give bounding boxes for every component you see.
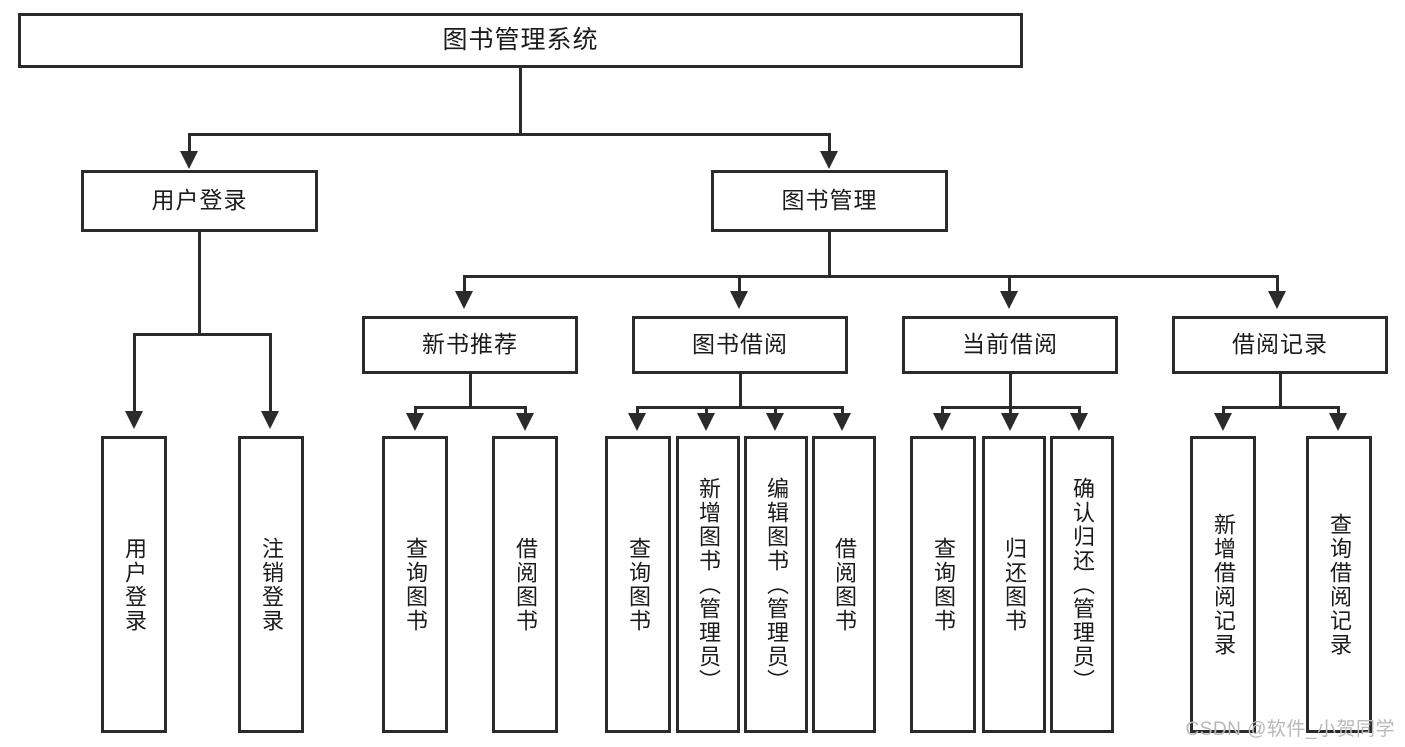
connector-level3-bar	[463, 275, 1279, 278]
arrowhead-leaf-borrow-book-1	[516, 413, 534, 431]
arrowhead-borrow-record	[1268, 291, 1286, 309]
node-label: 图书借阅	[692, 331, 788, 358]
connector-user-login-child-1	[133, 333, 136, 413]
connector-new-book-stem	[469, 374, 472, 408]
connector-book-borrow-stem	[739, 374, 742, 408]
node-label: 查询借阅记录	[1326, 512, 1352, 657]
connector-book-borrow-child-3	[774, 406, 777, 415]
leaf-return-book[interactable]: 归还图书	[982, 436, 1046, 733]
node-label: 借阅记录	[1232, 331, 1328, 358]
connector-user-login-stem	[198, 232, 201, 335]
connector-to-new-book	[463, 275, 466, 293]
leaf-query-book-1[interactable]: 查询图书	[382, 436, 448, 733]
connector-borrow-record-stem	[1279, 374, 1282, 408]
connector-to-borrow-record	[1276, 275, 1279, 293]
node-label: 用户登录	[151, 187, 248, 214]
node-label: 图书管理系统	[442, 25, 599, 54]
arrowhead-leaf-return-book	[1001, 413, 1019, 431]
csdn-watermark: CSDN @软件_小贺同学	[1185, 719, 1395, 740]
node-label: 新增借阅记录	[1210, 512, 1236, 657]
node-book-borrow[interactable]: 图书借阅	[632, 316, 848, 374]
arrowhead-leaf-user-logout	[261, 411, 279, 429]
connector-borrow-record-bar	[1222, 406, 1340, 409]
connector-book-borrow-child-1	[636, 406, 639, 415]
leaf-query-book-3[interactable]: 查询图书	[910, 436, 976, 733]
leaf-add-book[interactable]: 新增图书（管理员）	[676, 436, 740, 733]
connector-to-current-borrow	[1008, 275, 1011, 293]
connector-borrow-record-child-1	[1222, 406, 1225, 415]
connector-to-book-manage	[828, 133, 831, 153]
connector-book-manage-stem	[828, 232, 831, 277]
node-label: 确认归还（管理员）	[1069, 476, 1095, 693]
node-label: 查询图书	[625, 536, 651, 633]
arrowhead-leaf-user-login	[125, 411, 143, 429]
connector-new-book-child-2	[524, 406, 527, 415]
connector-current-borrow-stem	[1009, 374, 1012, 408]
node-label: 查询图书	[402, 536, 428, 633]
connector-level1-bar	[188, 133, 831, 136]
connector-current-borrow-child-3	[1078, 406, 1081, 415]
arrowhead-book-borrow	[730, 291, 748, 309]
node-user-login[interactable]: 用户登录	[81, 170, 318, 232]
arrowhead-book-manage	[820, 151, 838, 169]
leaf-borrow-book-2[interactable]: 借阅图书	[812, 436, 876, 733]
node-new-book-recommend[interactable]: 新书推荐	[362, 316, 578, 374]
leaf-add-record[interactable]: 新增借阅记录	[1190, 436, 1256, 733]
node-label: 借阅图书	[831, 536, 857, 633]
connector-user-login-bar	[133, 333, 272, 336]
leaf-query-book-2[interactable]: 查询图书	[605, 436, 671, 733]
leaf-user-logout[interactable]: 注销登录	[238, 436, 304, 733]
connector-new-book-bar	[414, 406, 527, 409]
connector-book-borrow-child-4	[841, 406, 844, 415]
node-label: 查询图书	[930, 536, 956, 633]
arrowhead-leaf-confirm-return	[1070, 413, 1088, 431]
arrowhead-leaf-add-record	[1214, 413, 1232, 431]
arrowhead-leaf-query-record	[1329, 413, 1347, 431]
node-borrow-record[interactable]: 借阅记录	[1172, 316, 1388, 374]
leaf-confirm-return[interactable]: 确认归还（管理员）	[1050, 436, 1114, 733]
connector-root-stem	[519, 68, 522, 135]
arrowhead-leaf-query-book-1	[406, 413, 424, 431]
arrowhead-leaf-edit-book	[766, 413, 784, 431]
connector-to-book-borrow	[738, 275, 741, 293]
node-current-borrow[interactable]: 当前借阅	[902, 316, 1118, 374]
connector-book-borrow-bar	[636, 406, 844, 409]
leaf-query-record[interactable]: 查询借阅记录	[1306, 436, 1372, 733]
arrowhead-leaf-query-book-2	[628, 413, 646, 431]
connector-user-login-child-2	[269, 333, 272, 413]
node-label: 图书管理	[781, 187, 878, 214]
arrowhead-new-book-recommend	[455, 291, 473, 309]
arrowhead-leaf-borrow-book-2	[833, 413, 851, 431]
arrowhead-leaf-add-book	[697, 413, 715, 431]
node-label: 注销登录	[258, 536, 284, 633]
leaf-borrow-book-1[interactable]: 借阅图书	[492, 436, 558, 733]
node-label: 借阅图书	[512, 536, 538, 633]
arrowhead-user-login	[180, 151, 198, 169]
arrowhead-current-borrow	[1000, 291, 1018, 309]
node-label: 新增图书（管理员）	[695, 476, 721, 693]
connector-current-borrow-child-2	[1009, 406, 1012, 415]
node-label: 当前借阅	[962, 331, 1058, 358]
connector-borrow-record-child-2	[1337, 406, 1340, 415]
connector-current-borrow-child-1	[941, 406, 944, 415]
node-label: 编辑图书（管理员）	[763, 476, 789, 693]
arrowhead-leaf-query-book-3	[933, 413, 951, 431]
leaf-user-login[interactable]: 用户登录	[101, 436, 167, 733]
node-label: 归还图书	[1001, 536, 1027, 633]
node-book-manage[interactable]: 图书管理	[711, 170, 948, 232]
node-label: 用户登录	[121, 536, 147, 633]
connector-book-borrow-child-2	[705, 406, 708, 415]
leaf-edit-book[interactable]: 编辑图书（管理员）	[744, 436, 808, 733]
node-root-system[interactable]: 图书管理系统	[18, 13, 1023, 68]
node-label: 新书推荐	[422, 331, 518, 358]
connector-new-book-child-1	[414, 406, 417, 415]
connector-to-user-login	[188, 133, 191, 153]
